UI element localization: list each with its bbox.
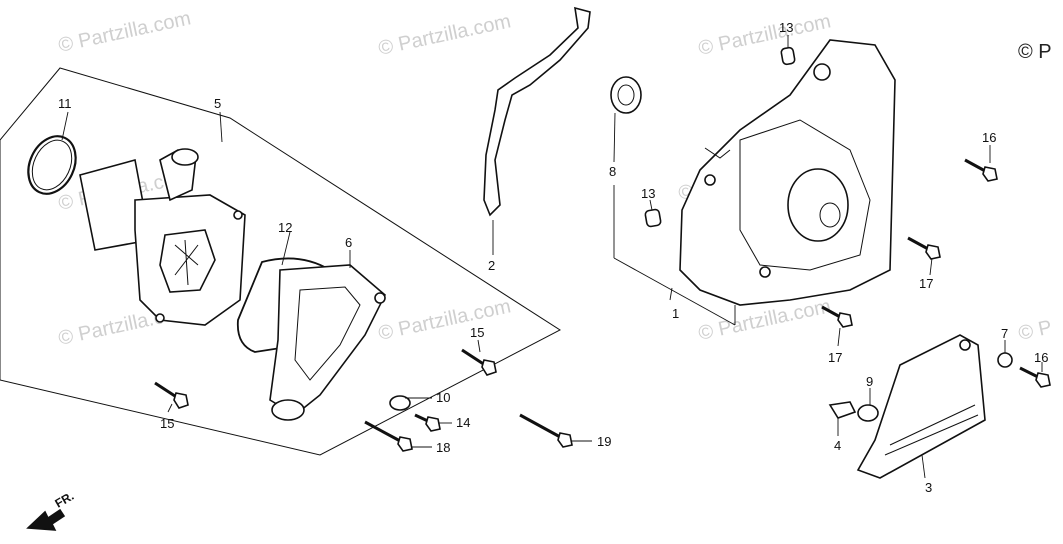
pump-cover-part[interactable] [269,264,386,421]
o-ring-part[interactable] [19,129,84,202]
bolt-part-18[interactable] [364,420,413,452]
callout-4: 4 [834,438,841,453]
bolt-part-17-lower[interactable] [821,305,853,328]
callout-6: 6 [345,235,352,250]
callout-17: 17 [919,276,933,291]
bolt-part-17-upper[interactable] [907,236,941,260]
callout-17: 17 [828,350,842,365]
clip-part[interactable] [828,401,857,419]
guard-part[interactable] [856,334,986,479]
bolt-part-16-upper[interactable] [964,158,998,182]
callout-3: 3 [925,480,932,495]
callouts: 1 2 3 4 5 6 7 8 9 10 11 12 13 13 14 15 1… [58,20,1048,495]
callout-2: 2 [488,258,495,273]
callout-12: 12 [278,220,292,235]
front-label: FR. [53,489,77,511]
callout-13: 13 [641,186,655,201]
bolt-part-14[interactable] [414,413,441,432]
front-arrow-icon [26,508,66,531]
callout-10: 10 [436,390,450,405]
bolt-part-19[interactable] [519,413,573,448]
callout-13: 13 [779,20,793,35]
bracket-part[interactable] [483,6,591,217]
collar-part[interactable] [857,404,879,422]
callout-18: 18 [436,440,450,455]
front-direction-indicator: FR. [26,489,77,531]
o-ring-inner [31,139,73,191]
assembly-boundary [0,67,561,456]
bolt-part-16-lower[interactable] [1019,366,1051,388]
dowel-pin-part[interactable] [780,46,796,66]
callout-5: 5 [214,96,221,111]
callout-7: 7 [1001,326,1008,341]
dowel-pin-part[interactable] [644,208,662,228]
callout-14: 14 [456,415,470,430]
watermark: © P [1016,316,1053,345]
callout-15: 15 [160,416,174,431]
callout-15: 15 [470,325,484,340]
nut-part[interactable] [997,352,1013,368]
callout-8: 8 [609,164,616,179]
watermark: © Partzilla.com [376,10,512,60]
callout-16: 16 [982,130,996,145]
bolt-part-15-lower[interactable] [154,381,189,409]
watermark: © Partzilla.com [376,295,512,345]
watermark: © P [1018,41,1052,63]
washer-part[interactable] [389,395,411,411]
callout-16: 16 [1034,350,1048,365]
callout-11: 11 [58,96,72,111]
water-pump-body-part[interactable] [79,148,246,326]
callout-1: 1 [672,306,679,321]
callout-19: 19 [597,434,611,449]
leader-lines [61,35,1043,479]
watermark: © Partzilla.com [696,10,832,60]
grommet-part[interactable] [610,76,642,114]
bolt-part-15-upper[interactable] [461,348,497,376]
watermark: © Partzilla.com [56,7,192,57]
left-side-cover-part[interactable] [679,39,896,306]
callout-9: 9 [866,374,873,389]
